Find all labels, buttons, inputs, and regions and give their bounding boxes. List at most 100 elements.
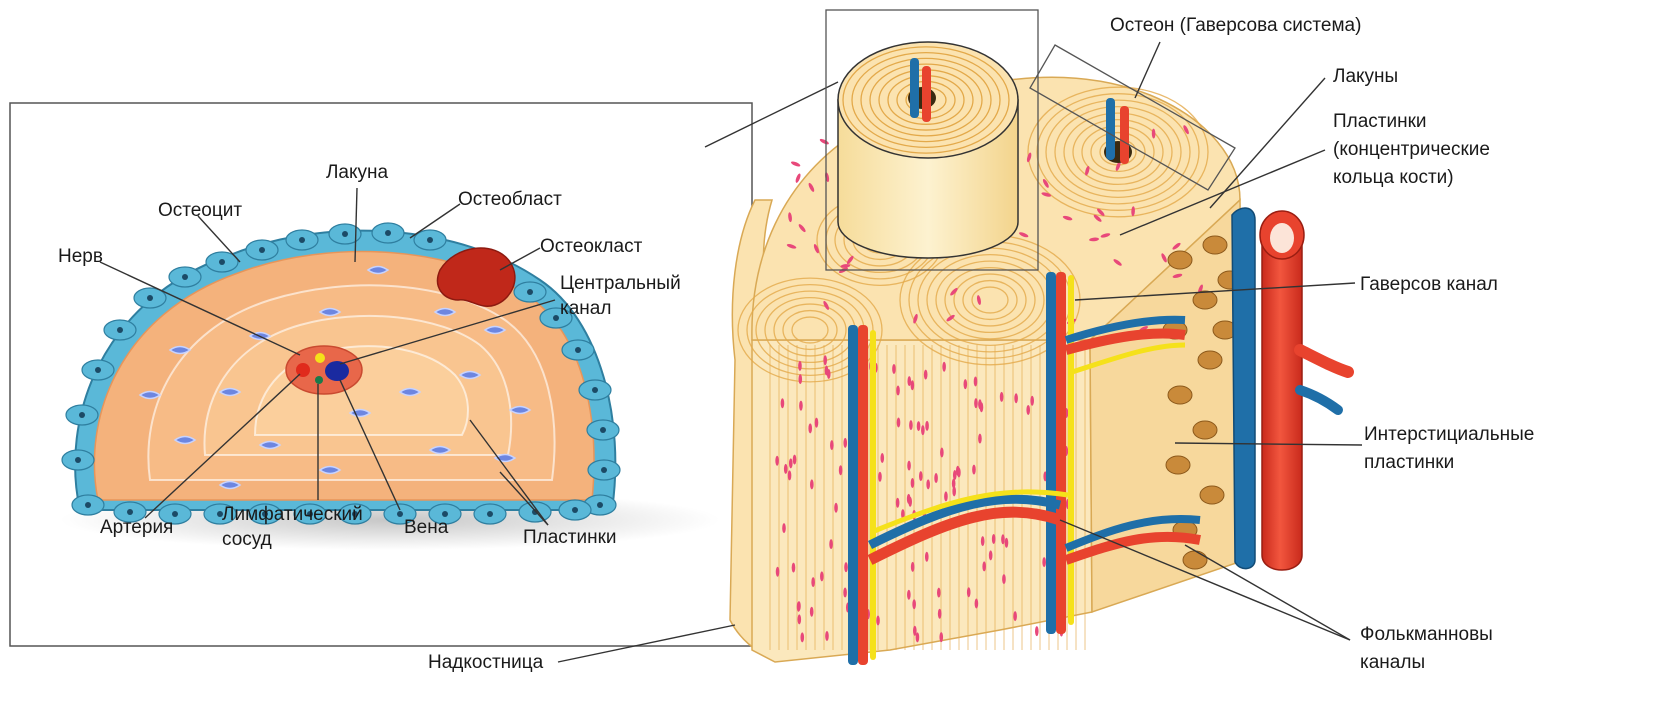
lacuna-mark — [925, 421, 929, 431]
lacuna-mark — [784, 464, 788, 474]
lacuna-mark — [839, 465, 843, 475]
label-osteon: Остеон (Гаверсова система) — [1110, 15, 1361, 36]
osteocyte-cell — [260, 442, 280, 449]
osteocyte-cell — [400, 389, 420, 396]
lacuna-mark — [919, 471, 923, 481]
lacuna-mark — [775, 456, 779, 466]
lacuna-mark — [974, 398, 978, 408]
lacuna-mark — [793, 455, 797, 465]
lacuna-mark — [892, 364, 896, 374]
lacuna-mark — [907, 494, 911, 504]
spongy-pore — [1198, 351, 1222, 369]
periosteum-cell-nucleus — [385, 230, 391, 236]
lymph-vessel-dot — [315, 376, 323, 384]
lacuna-mark — [820, 571, 824, 581]
lacuna-mark — [974, 376, 978, 386]
lacuna-mark — [992, 534, 996, 544]
lacuna-mark — [819, 138, 830, 146]
lacuna-mark — [956, 466, 960, 476]
periosteum-cell-nucleus — [553, 315, 559, 321]
cylinder-vein — [910, 58, 919, 118]
lacuna-mark — [797, 602, 801, 612]
lacuna-mark — [876, 615, 880, 625]
periosteum-cell-nucleus — [487, 511, 493, 517]
label-haversian-canal: Гаверсов канал — [1360, 274, 1498, 295]
osteocyte-cell — [350, 410, 370, 417]
periosteum-cell-nucleus — [85, 502, 91, 508]
osteocyte-cell — [510, 407, 530, 414]
lacuna-mark — [844, 562, 848, 572]
periosteal-vessels — [1232, 208, 1348, 570]
lacuna-mark — [1026, 405, 1030, 415]
osteocyte-cell — [170, 347, 190, 354]
periosteum-cell-nucleus — [127, 509, 133, 515]
lacuna-mark — [1005, 538, 1009, 548]
lacuna-mark — [799, 401, 803, 411]
osteocyte-cell — [175, 437, 195, 444]
periosteum-cell-nucleus — [601, 467, 607, 473]
periosteum-cell-nucleus — [299, 237, 305, 243]
lacuna-mark — [916, 632, 920, 642]
label-periosteum: Надкостница — [428, 652, 544, 673]
lacuna-mark — [944, 491, 948, 501]
lacuna-mark — [811, 577, 815, 587]
osteon-cross-section-inset: Лакуна Остеоцит Остеобласт Остеокласт Не… — [10, 103, 752, 646]
lacuna-mark — [880, 453, 884, 463]
periosteum-cell-nucleus — [572, 507, 578, 513]
label-lamellae-line1: Пластинки — [1333, 111, 1427, 132]
lacuna-mark — [967, 587, 971, 597]
lacuna-mark — [830, 440, 834, 450]
lacuna-mark — [815, 418, 819, 428]
lacuna-mark — [782, 523, 786, 533]
lacuna-mark — [907, 590, 911, 600]
spongy-pore — [1200, 486, 1224, 504]
lacuna-mark — [1030, 396, 1034, 406]
spongy-pore — [1193, 421, 1217, 439]
lacuna-mark — [896, 386, 900, 396]
lacuna-mark — [1001, 534, 1005, 544]
lacuna-mark — [829, 539, 833, 549]
spongy-pore — [1183, 551, 1207, 569]
osteocyte-cell — [460, 372, 480, 379]
periosteum-cell-nucleus — [575, 347, 581, 353]
lacuna-mark — [925, 552, 929, 562]
label-nerve: Нерв — [58, 246, 103, 267]
lacuna-mark — [810, 607, 814, 617]
label-lacuna: Лакуна — [326, 162, 389, 183]
osteocyte-cell — [435, 309, 455, 316]
label-osteoblast: Остеобласт — [458, 189, 562, 210]
periosteum-cell-nucleus — [397, 511, 403, 517]
lacuna-mark — [1002, 574, 1006, 584]
lacuna-mark — [825, 365, 829, 375]
lacuna-mark — [909, 420, 913, 430]
lacuna-mark — [981, 536, 985, 546]
label-artery: Артерия — [100, 517, 173, 538]
lacuna-mark — [797, 614, 801, 624]
label-osteocyte: Остеоцит — [158, 200, 242, 221]
lacuna-mark — [980, 402, 984, 412]
lacuna-mark — [911, 478, 915, 488]
periosteum-cell-nucleus — [592, 387, 598, 393]
lacuna-mark — [798, 361, 802, 371]
periosteum-cell-nucleus — [79, 412, 85, 418]
label-lymph-line1: Лимфатический — [222, 504, 363, 525]
lacuna-mark — [897, 418, 901, 428]
periosteum-cell-nucleus — [147, 295, 153, 301]
periosteum-cell-nucleus — [117, 327, 123, 333]
lacuna-mark — [1000, 392, 1004, 402]
periosteum-cell-nucleus — [75, 457, 81, 463]
lacuna-mark — [825, 631, 829, 641]
periosteum-cell-nucleus — [342, 231, 348, 237]
lacuna-mark — [1013, 611, 1017, 621]
lacuna-mark — [982, 561, 986, 571]
cylinder-artery — [922, 66, 931, 122]
spongy-pore — [1203, 236, 1227, 254]
label-interstitial-line2: пластинки — [1364, 452, 1454, 473]
lacuna-mark — [937, 588, 941, 598]
osteocyte-cell — [430, 447, 450, 454]
lacuna-mark — [800, 632, 804, 642]
lacuna-mark — [940, 448, 944, 458]
nerve-dot — [315, 353, 325, 363]
lacuna-mark — [975, 598, 979, 608]
